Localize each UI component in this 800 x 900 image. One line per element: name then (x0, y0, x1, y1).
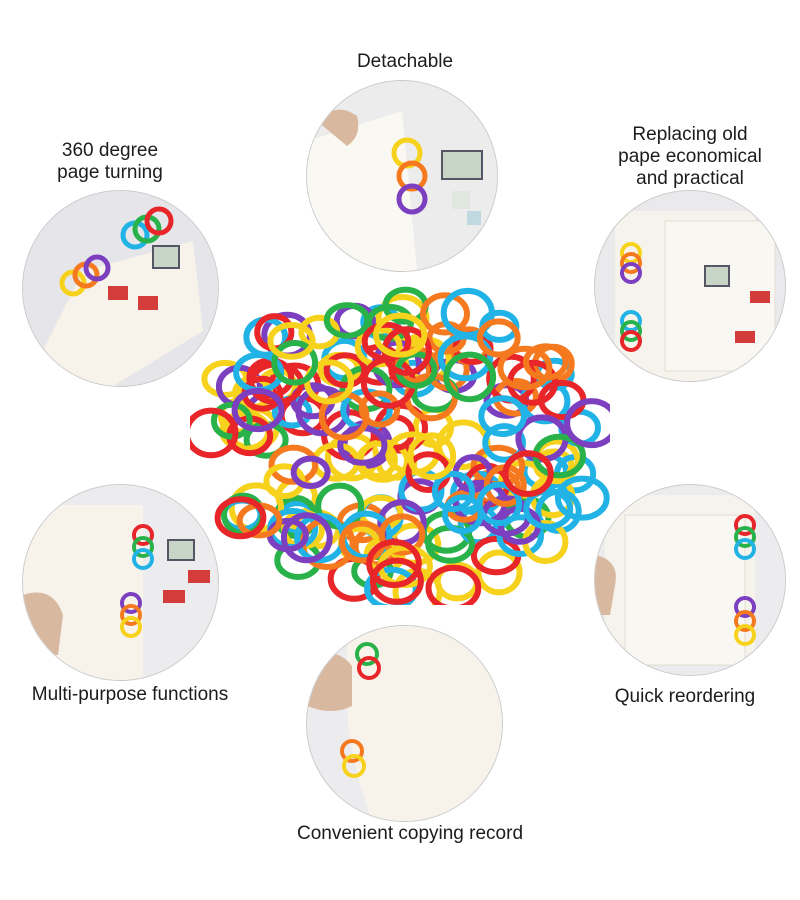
binder-ring (290, 455, 331, 490)
label-replacing-old-pape: Replacing old pape economical and practi… (618, 124, 762, 189)
binder-ring (267, 322, 316, 360)
binder-ring (441, 494, 484, 535)
photo-page-turning (22, 190, 219, 387)
binder-ring (502, 450, 554, 497)
binder-ring (476, 318, 521, 358)
binder-ring (323, 302, 371, 339)
binder-ring (554, 475, 610, 521)
label-detachable: Detachable (356, 51, 454, 72)
photo-copying-record (306, 625, 503, 822)
binder-ring (478, 395, 527, 438)
binder-ring (564, 398, 610, 449)
binder-ring (190, 407, 239, 459)
photo-quick-reordering (594, 484, 786, 676)
binder-ring (210, 401, 253, 440)
binder-ring (280, 512, 333, 564)
binder-ring (497, 345, 553, 391)
label-quick-reordering: Quick reordering (614, 686, 756, 707)
binder-ring (231, 387, 285, 433)
label-convenient-copying: Convenient copying record (296, 823, 524, 844)
binder-ring (431, 470, 475, 513)
binder-ring (443, 351, 497, 403)
binder-ring (364, 566, 419, 605)
binder-ring (425, 564, 482, 605)
binder-ring (373, 312, 428, 358)
label-multi-purpose: Multi-purpose functions (31, 684, 229, 705)
binder-ring (271, 340, 319, 386)
photo-multi-purpose (22, 484, 219, 681)
binder-ring (475, 549, 523, 596)
binder-ring (407, 432, 457, 480)
binder-ring (268, 444, 319, 485)
binder-ring (295, 385, 350, 437)
label-360-page-turning: 360 degree page turning (57, 140, 163, 183)
photo-detachable (306, 80, 498, 272)
binder-ring (369, 557, 424, 605)
binder-ring (523, 488, 574, 530)
binder-ring (437, 333, 494, 382)
binder-ring (420, 292, 470, 336)
binder-ring (366, 539, 422, 588)
ring-pile-image (190, 286, 610, 605)
photo-replacing-pages (594, 190, 786, 382)
binder-ring (361, 321, 412, 362)
binder-ring (482, 423, 527, 463)
binder-ring (214, 496, 267, 540)
binder-ring (358, 390, 401, 428)
